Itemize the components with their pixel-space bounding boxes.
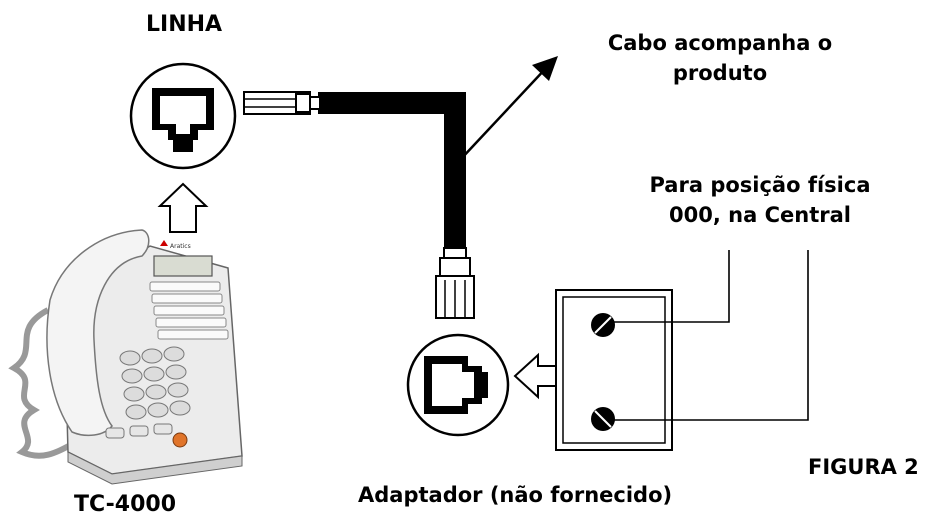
phone-model-label: TC-4000 [74,492,177,517]
up-arrow-icon [157,182,209,233]
adapter-label: Adaptador (não fornecido) [358,483,673,507]
central-wires [614,250,809,421]
cable-plug-bottom-icon [435,247,475,319]
line-jack-icon [129,62,237,170]
cable-note-line2: produto [672,61,768,85]
telephone-image: Aratics [8,229,243,485]
terminal-box [555,289,673,451]
figure-label: FIGURA 2 [808,455,919,479]
position-note-line2: 000, na Central [669,203,851,227]
linha-label: LINHA [146,12,223,37]
cable [318,92,466,258]
phone-brand-text: Aratics [170,243,191,250]
adapter-jack-icon [406,333,510,437]
cable-pointer-arrow [459,56,558,161]
cable-note-label: Cabo acompanha o produto [560,28,880,88]
cable-plug-top-icon [243,91,321,115]
position-note-line1: Para posição física [649,173,871,197]
terminal-screw-1-icon [591,313,615,337]
phone-keypad [119,346,191,420]
terminal-screw-2-icon [591,407,615,431]
position-note-label: Para posição física 000, na Central [610,170,910,230]
cable-note-line1: Cabo acompanha o [607,31,833,55]
